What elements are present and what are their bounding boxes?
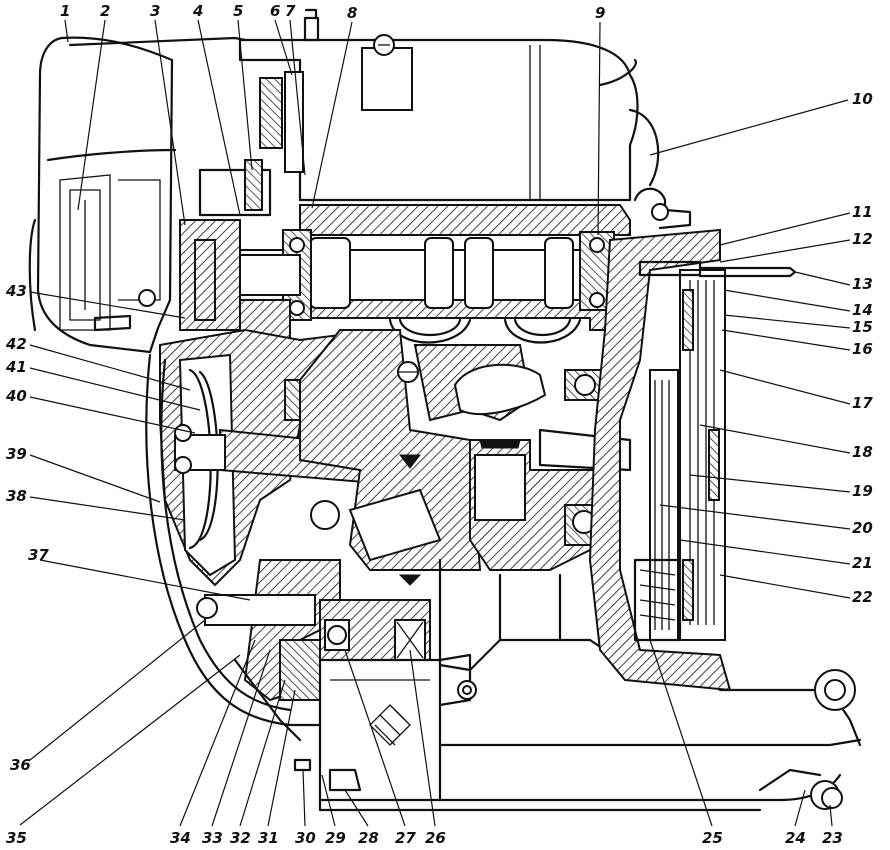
callout-3: 3	[150, 2, 160, 20]
callout-4: 4	[192, 2, 203, 20]
callout-15: 15	[852, 318, 873, 336]
callout-13: 13	[852, 275, 873, 293]
leader-lines	[19, 19, 851, 827]
callout-19: 19	[852, 482, 873, 500]
callout-28: 28	[358, 829, 379, 847]
callout-30: 30	[295, 829, 316, 847]
crankshaft	[299, 329, 632, 586]
callout-40: 40	[5, 387, 27, 405]
callout-32: 32	[230, 829, 251, 847]
fan-cowl	[28, 36, 247, 354]
callout-9: 9	[595, 4, 605, 22]
callout-2: 2	[100, 2, 110, 20]
callout-14: 14	[852, 301, 873, 319]
callout-6: 6	[270, 2, 280, 20]
callout-38: 38	[6, 487, 27, 505]
generator-housing	[238, 8, 660, 202]
callout-37: 37	[28, 546, 49, 564]
callout-39: 39	[6, 445, 27, 463]
oil-sump	[145, 353, 862, 812]
callout-23: 23	[822, 829, 843, 847]
callout-26: 26	[425, 829, 446, 847]
callout-7: 7	[285, 2, 296, 20]
callout-29: 29	[325, 829, 346, 847]
callout-35: 35	[6, 829, 27, 847]
callout-labels: 1 2 3 4 5 6 7 8 9 10 11 12 13 14 15 16 1…	[5, 2, 873, 847]
callout-22: 22	[852, 588, 873, 606]
callout-18: 18	[852, 443, 873, 461]
callout-12: 12	[852, 230, 873, 248]
callout-20: 20	[852, 519, 873, 537]
clutch-assembly	[588, 187, 797, 692]
callout-42: 42	[5, 335, 27, 353]
lower-gear-train	[196, 559, 431, 742]
callout-11: 11	[852, 203, 873, 221]
callout-24: 24	[785, 829, 806, 847]
callout-36: 36	[10, 756, 31, 774]
callout-25: 25	[702, 829, 723, 847]
callout-8: 8	[347, 4, 357, 22]
callout-21: 21	[852, 554, 873, 572]
callout-31: 31	[258, 829, 279, 847]
callout-27: 27	[395, 829, 416, 847]
callout-34: 34	[170, 829, 191, 847]
callout-33: 33	[202, 829, 223, 847]
callout-16: 16	[852, 340, 873, 358]
callout-41: 41	[5, 358, 27, 376]
callout-1: 1	[60, 2, 70, 20]
callout-5: 5	[233, 2, 243, 20]
callout-43: 43	[5, 282, 27, 300]
callout-17: 17	[852, 394, 873, 412]
callout-10: 10	[852, 90, 873, 108]
